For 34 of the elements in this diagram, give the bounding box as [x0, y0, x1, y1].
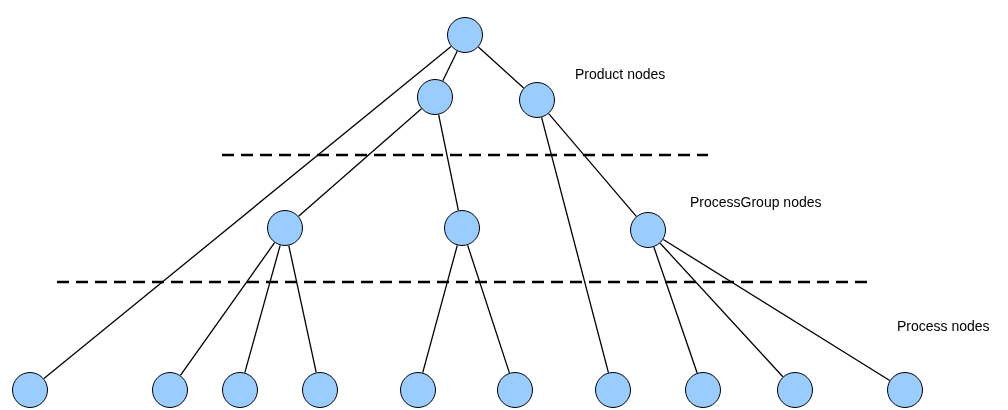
connector-line: [466, 244, 511, 374]
connector-line: [179, 242, 276, 376]
connector-line: [438, 113, 459, 211]
circle-node: [497, 372, 533, 408]
circle-node: [417, 79, 453, 115]
circle-node: [519, 82, 555, 118]
connector-line: [297, 108, 423, 217]
connector-line: [653, 246, 698, 374]
circle-node: [222, 372, 258, 408]
connector-line: [442, 50, 458, 82]
connector-line: [422, 244, 458, 374]
connector-line: [659, 242, 784, 378]
connector-line: [662, 238, 891, 382]
connector-line: [477, 46, 525, 89]
circle-node: [630, 212, 666, 248]
connector-line: [540, 116, 610, 374]
circle-node: [400, 372, 436, 408]
circle-node: [595, 372, 631, 408]
circle-node: [12, 372, 48, 408]
circle-node: [444, 210, 480, 246]
circle-node: [447, 17, 483, 53]
circle-node: [267, 210, 303, 246]
connector-line: [244, 244, 281, 374]
circle-node: [777, 372, 813, 408]
circle-node: [685, 372, 721, 408]
circle-node: [302, 372, 338, 408]
circle-node: [887, 372, 923, 408]
level-label: Product nodes: [575, 66, 666, 82]
connector-line: [288, 244, 317, 374]
connector-line: [548, 113, 637, 217]
circle-node: [152, 372, 188, 408]
connector-line: [43, 45, 452, 380]
level-label: Process nodes: [897, 318, 990, 334]
level-label: ProcessGroup nodes: [690, 194, 822, 210]
